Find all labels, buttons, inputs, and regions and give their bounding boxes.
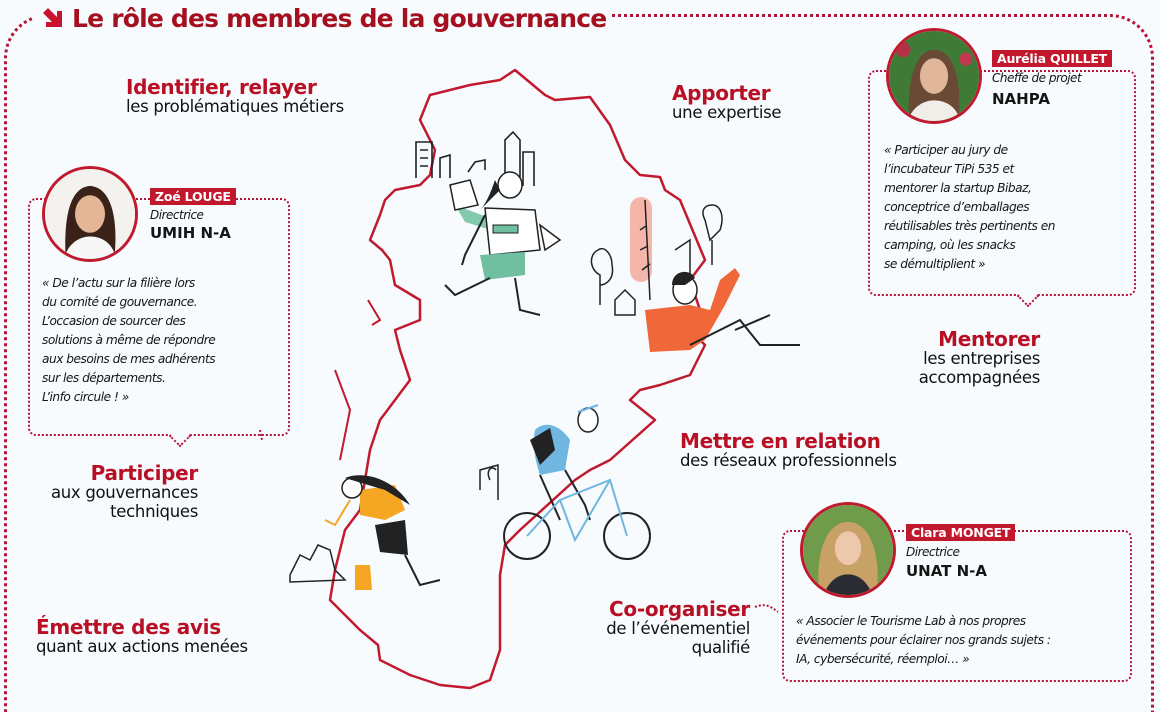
role-verb: Émettre des avis <box>36 615 221 639</box>
role-verb: Co-organiser <box>609 597 750 621</box>
job-title-aurelia: Cheffe de projet <box>992 71 1082 85</box>
role-participer: Participer aux gouvernances techniques <box>18 462 198 521</box>
role-emettre-avis: Émettre des avis quant aux actions menée… <box>36 616 248 657</box>
job-title-clara: Directrice <box>906 545 960 559</box>
person-portrait-icon <box>45 169 135 259</box>
role-apporter: Apporter une expertise <box>672 81 782 123</box>
role-object-line1: les entreprises <box>923 349 1040 369</box>
testimonial-bubble-aurelia <box>868 70 1136 296</box>
role-co-organiser: Co-organiser de l’événementiel qualifié <box>560 598 750 657</box>
city-buildings-icon <box>415 130 535 186</box>
cyclist-illustration <box>479 404 651 560</box>
role-object: quant aux actions menées <box>36 637 248 657</box>
role-verb: Apporter <box>672 81 771 105</box>
name-tag-clara: Clara MONGET <box>906 524 1016 541</box>
role-object-line2: accompagnées <box>918 367 1041 387</box>
avatar-clara-monget <box>800 502 896 598</box>
role-object-line2: qualifié <box>691 637 751 657</box>
role-verb: Identifier, relayer <box>126 75 317 99</box>
role-identifier: Identifier, relayer les problématiques m… <box>126 76 344 117</box>
quote-zoe: « De l’actu sur la filière lors du comit… <box>42 276 216 405</box>
role-object-line1: aux gouvernances <box>50 483 198 503</box>
role-object-line1: de l’événementiel <box>606 619 750 639</box>
page-header: Le rôle des membres de la gouvernance <box>34 0 613 36</box>
runner-with-pencil-illustration <box>444 171 562 316</box>
org-clara: UNAT N-A <box>906 562 988 580</box>
role-verb: Mettre en relation <box>680 429 881 453</box>
avatar-zoe-louge <box>42 166 138 262</box>
person-portrait-icon <box>889 31 979 121</box>
sandcastle-person-illustration <box>289 475 441 590</box>
role-verb: Mentorer <box>938 327 1040 351</box>
role-mettre-en-relation: Mettre en relation des réseaux professio… <box>680 430 897 471</box>
name-tag-zoe: Zoé LOUGE <box>150 188 236 205</box>
role-verb: Participer <box>90 461 199 485</box>
trees-and-houses-icon <box>590 197 723 316</box>
avatar-aurelia-quillet <box>886 28 982 124</box>
role-object: les problématiques métiers <box>126 97 344 117</box>
quote-aurelia: « Participer au jury de l’incubateur TiP… <box>884 143 1055 272</box>
page-title: Le rôle des membres de la gouvernance <box>72 3 607 33</box>
role-object: des réseaux professionnels <box>680 451 897 471</box>
role-object-line2: techniques <box>110 501 198 521</box>
job-title-zoe: Directrice <box>150 208 204 222</box>
role-mentorer: Mentorer les entreprises accompagnées <box>880 327 1041 387</box>
reclining-person-illustration <box>645 268 800 352</box>
person-portrait-icon <box>803 505 893 595</box>
role-object: une expertise <box>672 103 782 123</box>
org-aurelia: NAHPA <box>992 90 1050 108</box>
region-outline <box>328 68 707 690</box>
quote-clara: « Associer le Tourisme Lab à nos propres… <box>796 614 1051 667</box>
name-tag-aurelia: Aurélia QUILLET <box>992 50 1112 67</box>
org-zoe: UMIH N-A <box>150 224 231 242</box>
arrow-down-right-icon <box>43 8 62 27</box>
